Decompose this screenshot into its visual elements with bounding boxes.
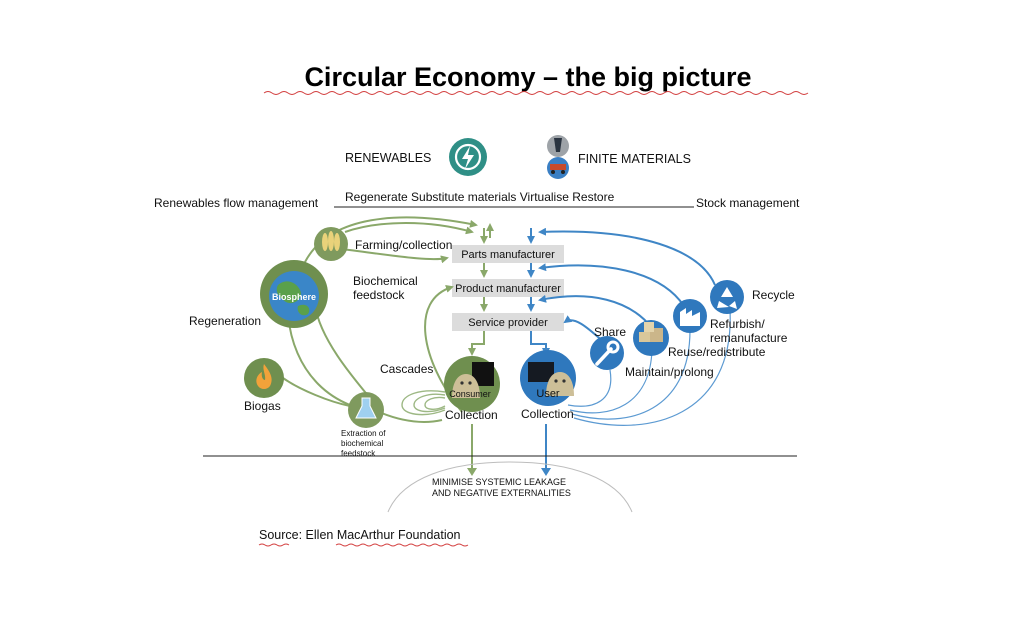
spellcheck-underline-source-2 [335, 543, 469, 547]
wrench-icon [590, 336, 624, 370]
renewables-icon [449, 138, 487, 176]
wheat-icon [314, 227, 348, 261]
maintain-prolong-label: Maintain/prolong [625, 365, 714, 379]
biochemical-feedstock-label-2: feedstock [353, 288, 405, 302]
refurbish-label-2: remanufacture [710, 331, 788, 345]
spellcheck-underline-source [258, 543, 290, 547]
leakage-arc [387, 461, 633, 513]
leakage-label-2: AND NEGATIVE EXTERNALITIES [432, 488, 571, 498]
product-manufacturer-box [452, 279, 564, 297]
biogas-label: Biogas [244, 399, 281, 413]
spellcheck-underline [263, 91, 809, 95]
finite-materials-icon [547, 135, 569, 179]
reuse-redistribute-label: Reuse/redistribute [668, 345, 766, 359]
strategies-label: Regenerate Substitute materials Virtuali… [345, 190, 615, 204]
biosphere-label: Biosphere [272, 292, 316, 302]
extraction-label-2: biochemical [341, 439, 383, 448]
regeneration-label: Regeneration [189, 314, 261, 328]
parts-manufacturer-label: Parts manufacturer [461, 249, 555, 261]
recycle-icon [710, 280, 744, 314]
service-provider-label: Service provider [468, 317, 548, 329]
product-manufacturer-label: Product manufacturer [455, 283, 561, 295]
biochemical-feedstock-label-1: Biochemical [353, 274, 418, 288]
finite-materials-label: FINITE MATERIALS [578, 152, 691, 166]
cascades-label: Cascades [380, 362, 433, 376]
consumer-collection-label: Collection [445, 408, 498, 422]
technical-loops [530, 227, 731, 468]
consumer-icon [444, 356, 500, 412]
leakage-arrow-green [467, 468, 477, 476]
farming-collection-label: Farming/collection [355, 238, 452, 252]
page-title: Circular Economy – the big picture [304, 62, 751, 92]
user-label: User [536, 388, 560, 400]
boxes-icon [633, 320, 669, 356]
chain-arrows [480, 223, 535, 312]
service-provider-box [452, 313, 564, 331]
renewables-flow-management-label: Renewables flow management [154, 196, 319, 210]
factory-icon [673, 299, 707, 333]
share-label: Share [594, 325, 626, 339]
parts-manufacturer-box [452, 245, 564, 263]
leakage-label-1: MINIMISE SYSTEMIC LEAKAGE [432, 477, 566, 487]
user-collection-label: Collection [521, 407, 574, 421]
source-citation: Source: Ellen MacArthur Foundation [259, 528, 461, 542]
flask-icon [348, 392, 384, 428]
user-icon [520, 350, 576, 406]
extraction-label-1: Extraction of [341, 429, 386, 438]
globe-icon [260, 260, 328, 328]
consumer-label: Consumer [449, 389, 491, 399]
extraction-label-3: feedstock [341, 449, 376, 458]
renewables-label: RENEWABLES [345, 151, 431, 165]
stock-management-label: Stock management [696, 196, 800, 210]
refurbish-label-1: Refurbish/ [710, 317, 765, 331]
recycle-label: Recycle [752, 288, 795, 302]
leakage-arrow-blue [541, 468, 551, 476]
fire-icon [244, 358, 284, 398]
